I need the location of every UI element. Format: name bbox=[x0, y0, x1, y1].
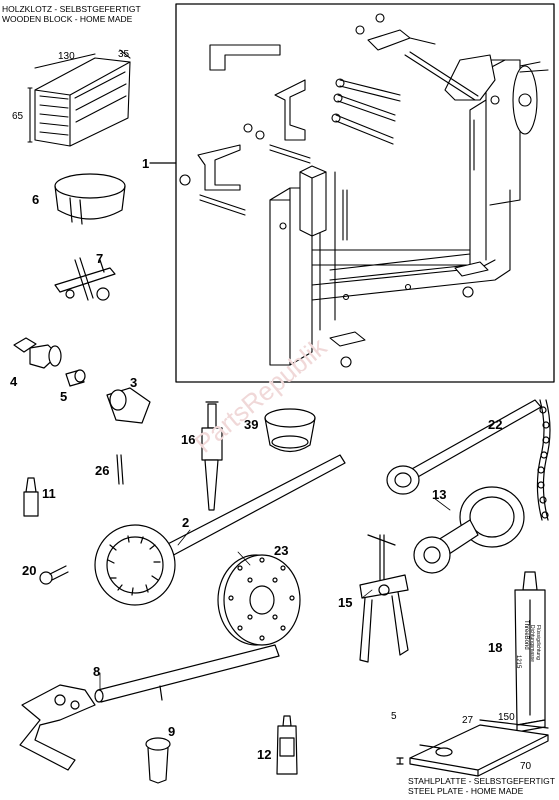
bar-tool-8 bbox=[19, 644, 280, 771]
label-23: 23 bbox=[274, 543, 289, 558]
dim-150: 150 bbox=[498, 712, 515, 723]
engine-stand-frame-box bbox=[175, 3, 555, 383]
label-39: 39 bbox=[244, 417, 259, 432]
label-5: 5 bbox=[60, 389, 68, 404]
steel-note-de: STAHLPLATTE - SELBSTGEFERTIGT bbox=[408, 776, 555, 786]
dim-70: 70 bbox=[520, 761, 532, 772]
cup-39 bbox=[264, 408, 316, 453]
label-7: 7 bbox=[96, 251, 104, 266]
tool-16 bbox=[201, 401, 223, 511]
tube-line2: Dichtungsmasse bbox=[529, 625, 535, 662]
tool-11 bbox=[23, 477, 39, 517]
label-13: 13 bbox=[432, 487, 447, 502]
dim-35: 35 bbox=[118, 49, 130, 60]
label-26: 26 bbox=[95, 463, 110, 478]
label-1: 1 bbox=[142, 156, 150, 171]
dim-5: 5 bbox=[391, 711, 397, 722]
tool-5 bbox=[65, 369, 86, 387]
engine-stand bbox=[179, 13, 549, 368]
leader-lines bbox=[99, 497, 451, 691]
holder-tool-2 bbox=[94, 454, 346, 606]
label-6: 6 bbox=[32, 192, 40, 207]
wood-note-de: HOLZKLOTZ - SELBSTGEFERTIGT bbox=[2, 4, 141, 14]
steel-plate bbox=[396, 719, 549, 777]
label-4: 4 bbox=[10, 374, 18, 389]
label-2: 2 bbox=[182, 515, 190, 530]
wooden-block bbox=[27, 49, 131, 147]
tool-20 bbox=[39, 565, 69, 585]
flywheel-puller-23 bbox=[217, 554, 301, 646]
pin-26 bbox=[116, 454, 124, 485]
tool-3 bbox=[106, 387, 151, 424]
label-22: 22 bbox=[488, 417, 503, 432]
label-9: 9 bbox=[168, 724, 176, 739]
dim-130: 130 bbox=[58, 51, 75, 62]
label-11: 11 bbox=[42, 486, 56, 501]
puller-7 bbox=[54, 257, 116, 301]
dim-65: 65 bbox=[12, 111, 24, 122]
label-12: 12 bbox=[257, 747, 272, 762]
label-18: 18 bbox=[488, 640, 503, 655]
chain-wrench-22 bbox=[386, 399, 551, 521]
label-8: 8 bbox=[93, 664, 101, 679]
steel-note-en: STEEL PLATE - HOME MADE bbox=[408, 786, 524, 796]
holder-tool-13 bbox=[413, 486, 525, 574]
label-15: 15 bbox=[338, 595, 353, 610]
wood-note-en: WOODEN BLOCK - HOME MADE bbox=[2, 14, 133, 24]
label-20: 20 bbox=[22, 563, 37, 578]
tube-code: 1215 bbox=[515, 655, 521, 669]
dim-27: 27 bbox=[462, 715, 474, 726]
tool-4 bbox=[13, 337, 62, 369]
label-16: 16 bbox=[181, 432, 196, 447]
bracket-9 bbox=[145, 737, 171, 784]
bottle-12 bbox=[276, 715, 298, 775]
label-3: 3 bbox=[130, 375, 138, 390]
two-jaw-puller-15 bbox=[359, 534, 409, 663]
ring-tool-6 bbox=[54, 173, 126, 225]
